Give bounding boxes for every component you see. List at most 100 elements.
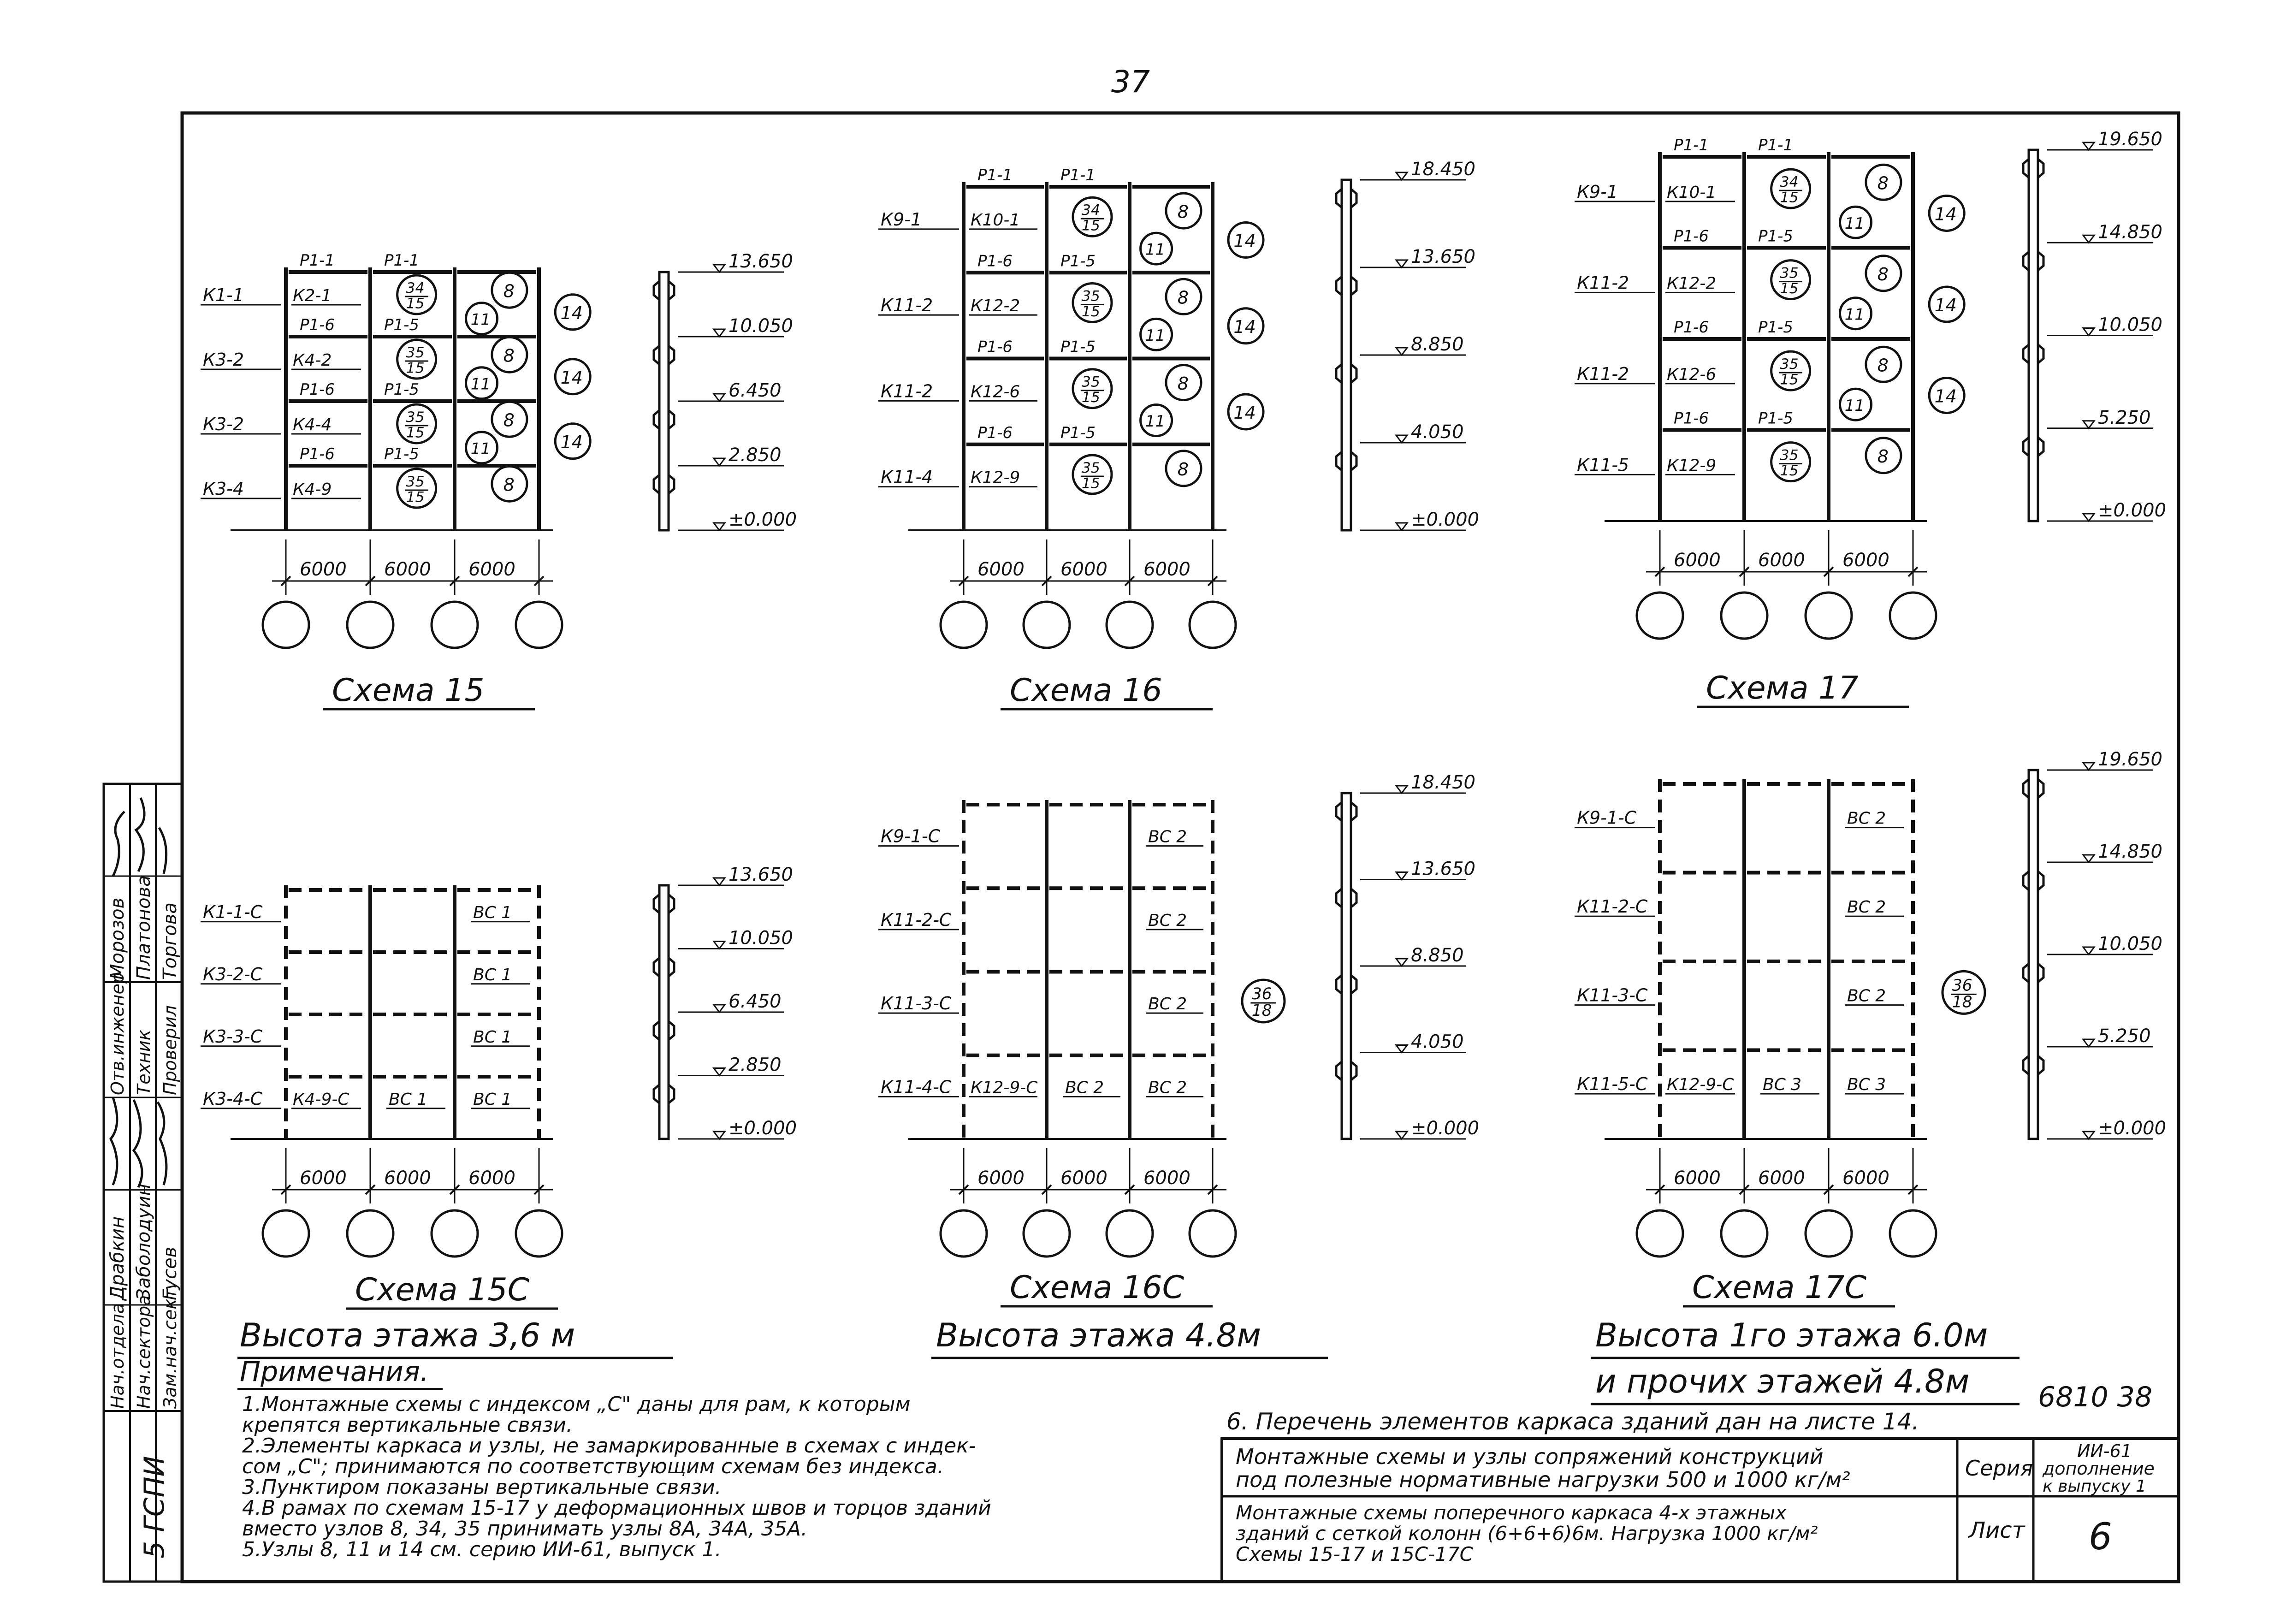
elevation-value: 10.050 [728, 928, 793, 949]
node-frac-num: 35 [406, 409, 425, 426]
elevation-mark [712, 1067, 726, 1077]
elevation-mark [712, 457, 726, 467]
crossbar-label: К12-9-С [1667, 1075, 1734, 1094]
stamp-role-1: Нач.отдела [107, 1303, 128, 1409]
beam-label: Р1-5 [1060, 424, 1096, 442]
stamp-role2-1: Отв.инженер [107, 972, 128, 1095]
node-11 [465, 431, 499, 465]
node-8 [1865, 255, 1902, 292]
node-11-text: 11 [471, 375, 491, 393]
node-8-text: 8 [503, 281, 515, 301]
axis-bubble [1105, 600, 1154, 649]
height-caption-1: Высота этажа 3,6 м [240, 1316, 575, 1354]
crossbar-label: К12-9-С [971, 1078, 1038, 1097]
series-value-3: к выпуску 1 [2043, 1477, 2146, 1496]
node-frac [396, 468, 438, 509]
node-36-18-num: 36 [1952, 976, 1972, 995]
node-frac-den: 15 [406, 489, 425, 505]
span-dimension: 6000 [977, 1168, 1025, 1189]
elevation-value: 10.050 [728, 315, 793, 337]
span-dimension: 6000 [1842, 1168, 1889, 1189]
scheme-caption: Схема 15С [355, 1272, 530, 1308]
elevation-value: 10.050 [2098, 933, 2162, 954]
dimension-slash [365, 575, 376, 587]
column-label: К11-3-С [1577, 985, 1648, 1006]
elevation-value: 19.650 [2098, 749, 2162, 770]
column-corbel [652, 409, 675, 430]
node-8-text: 8 [503, 410, 515, 430]
beam-label: Р1-5 [1758, 409, 1793, 428]
note-line-3: 2.Элементы каркаса и узлы, не замаркиров… [242, 1434, 976, 1458]
dimension-slash [1654, 566, 1665, 577]
elevation-value: 14.850 [2098, 221, 2162, 243]
dimension-slash [449, 575, 460, 587]
dimension-slash [533, 1184, 545, 1195]
node-frac-num: 35 [1780, 265, 1799, 282]
note-line-9: 6. Перечень элементов каркаса зданий дан… [1226, 1408, 1919, 1435]
stamp-name2-2: Платонова [133, 875, 154, 980]
node-11-text: 11 [1145, 241, 1165, 259]
beam-label: Р1-1 [977, 166, 1013, 184]
crossbar-label: К2-1 [293, 286, 332, 305]
sheet-number: 6 [2089, 1515, 2112, 1558]
column-label: К11-2-С [1577, 896, 1648, 917]
elevation-mark [2082, 762, 2096, 771]
elevation-mark [2082, 234, 2096, 244]
column-corbel [2022, 963, 2045, 983]
elevation-value: 10.050 [2098, 314, 2162, 336]
node-14 [1928, 285, 1966, 323]
axis-bubble [430, 600, 479, 649]
axis-bubble [1188, 1209, 1237, 1258]
stamp-role-3: Зам.нач.сект. [160, 1283, 180, 1409]
node-14-text: 14 [561, 432, 583, 452]
sheet-label: Лист [1968, 1517, 2026, 1543]
stamp-name2-3: Торгова [160, 902, 181, 980]
node-8-text: 8 [1877, 446, 1889, 467]
column-label: К3-3-С [203, 1026, 263, 1047]
axis-bubble [1804, 591, 1853, 640]
notes-title: Примечания. [240, 1356, 429, 1388]
crossbar-label: К12-9 [971, 468, 1020, 487]
elevation-mark [2082, 946, 2096, 956]
axis-bubble [1889, 591, 1937, 640]
crossbar-label: К10-1 [971, 211, 1020, 230]
axis-bubble [1635, 1209, 1684, 1258]
crossbar-label: К12-6 [971, 382, 1020, 401]
span-dimension: 6000 [1143, 1168, 1190, 1189]
stamp-role2-3: Проверил [160, 1005, 180, 1095]
elevation-value: 5.250 [2098, 407, 2151, 428]
dimension-slash [533, 575, 545, 587]
column-corbel [652, 280, 675, 301]
node-8-text: 8 [1178, 373, 1189, 394]
scheme-caption: Схема 17С [1692, 1269, 1867, 1306]
node-14-text: 14 [1935, 386, 1957, 407]
node-8 [1165, 364, 1202, 402]
node-8-text: 8 [1877, 356, 1889, 376]
brace-label: ВС 1 [473, 966, 512, 984]
column-label: К3-2 [203, 350, 244, 370]
column-corbel [652, 345, 675, 365]
beam-label: Р1-6 [300, 445, 335, 463]
column-corbel [1335, 451, 1358, 471]
span-dimension: 6000 [468, 1168, 515, 1189]
dimension-slash [1207, 1184, 1218, 1195]
beam-label: Р1-5 [1758, 318, 1793, 337]
node-8 [491, 271, 528, 309]
title-row2-line3: Схемы 15-17 и 15С-17С [1236, 1543, 1474, 1565]
axis-bubble [1022, 1209, 1071, 1258]
node-frac-num: 35 [406, 474, 425, 490]
elevation-value: 5.250 [2098, 1025, 2151, 1047]
dimension-slash [1739, 566, 1750, 577]
span-dimension: 6000 [384, 1168, 431, 1189]
brace-label: ВС 2 [1847, 809, 1886, 828]
column-label: К11-2 [1577, 273, 1629, 293]
stamp-name-2: Заболодуин [133, 1184, 154, 1300]
column-label: К11-5 [1577, 455, 1629, 475]
column-label: К11-2-С [881, 910, 952, 930]
node-frac [1072, 454, 1113, 495]
node-14 [1928, 194, 1966, 232]
node-14 [554, 422, 592, 460]
